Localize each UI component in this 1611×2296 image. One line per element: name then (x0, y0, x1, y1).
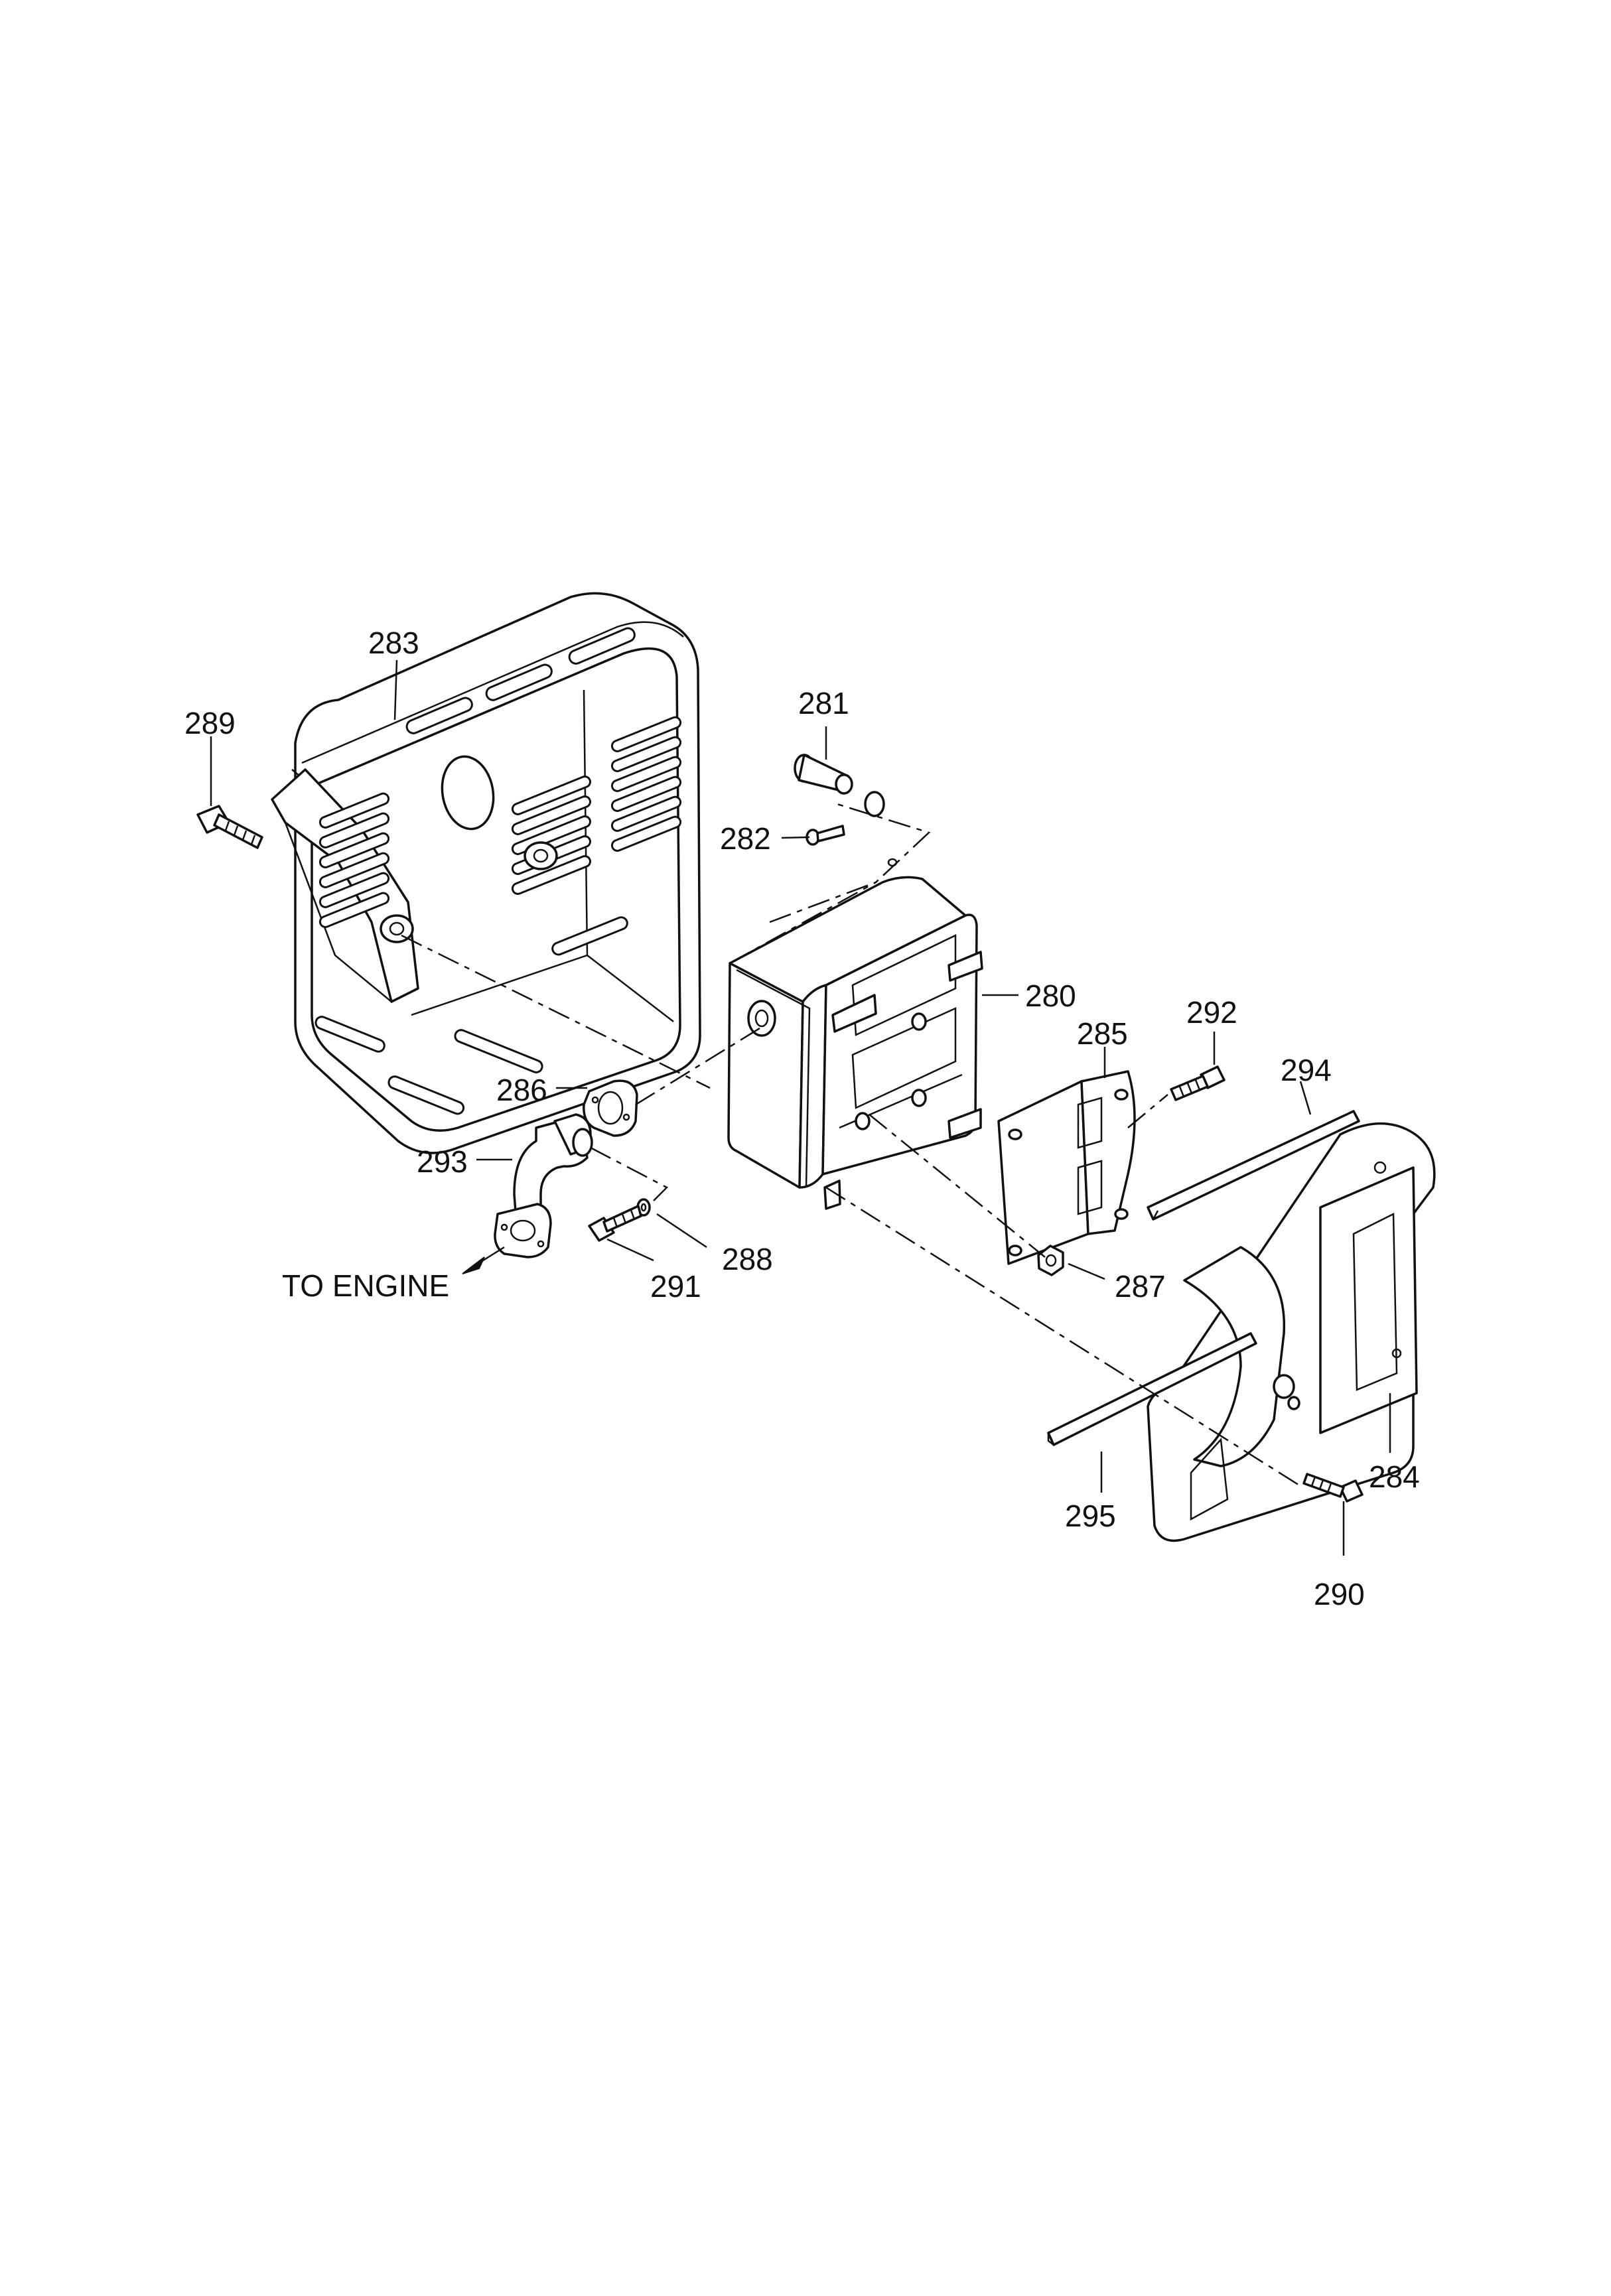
bracket-icon (997, 1070, 1136, 1265)
bolt-icon-292 (1170, 1065, 1226, 1101)
leader-lines (210, 659, 1391, 1556)
callout-295: 295 (1065, 1499, 1116, 1533)
strip-icon-294 (1147, 1110, 1360, 1221)
callout-292: 292 (1186, 995, 1237, 1030)
callout-290: 290 (1314, 1577, 1365, 1611)
muffler-icon (727, 858, 983, 1210)
to-engine-label: TO ENGINE (282, 1268, 450, 1303)
callout-294: 294 (1281, 1053, 1332, 1087)
heat-shield-box-icon (271, 592, 701, 1154)
spark-arrestor-screen-icon (864, 791, 885, 817)
bolt-icon-290 (1302, 1473, 1364, 1503)
gasket-icon (583, 1079, 638, 1137)
bolt-icon-289 (196, 805, 263, 849)
screw-icon (806, 825, 845, 846)
callout-282: 282 (720, 821, 771, 856)
exhaust-elbow-icon (494, 1113, 593, 1258)
callout-281: 281 (798, 686, 849, 720)
bolt-icon-291 (588, 1205, 642, 1242)
callout-285: 285 (1077, 1016, 1128, 1051)
callout-288: 288 (722, 1242, 773, 1276)
callout-293: 293 (417, 1144, 468, 1179)
strip-icon-295 (1047, 1332, 1257, 1446)
callout-284: 284 (1369, 1459, 1420, 1494)
to-engine-arrow-icon (462, 1246, 505, 1274)
callout-280: 280 (1025, 979, 1076, 1013)
nut-icon (1037, 1245, 1064, 1276)
callout-289: 289 (184, 706, 236, 740)
side-shield-icon (1147, 1122, 1436, 1542)
callout-291: 291 (650, 1269, 701, 1304)
callout-283: 283 (368, 626, 419, 660)
assembly-centerlines (401, 801, 1301, 1487)
spark-arrestor-icon (794, 754, 853, 795)
callout-287: 287 (1115, 1269, 1166, 1304)
callout-286: 286 (496, 1073, 547, 1107)
